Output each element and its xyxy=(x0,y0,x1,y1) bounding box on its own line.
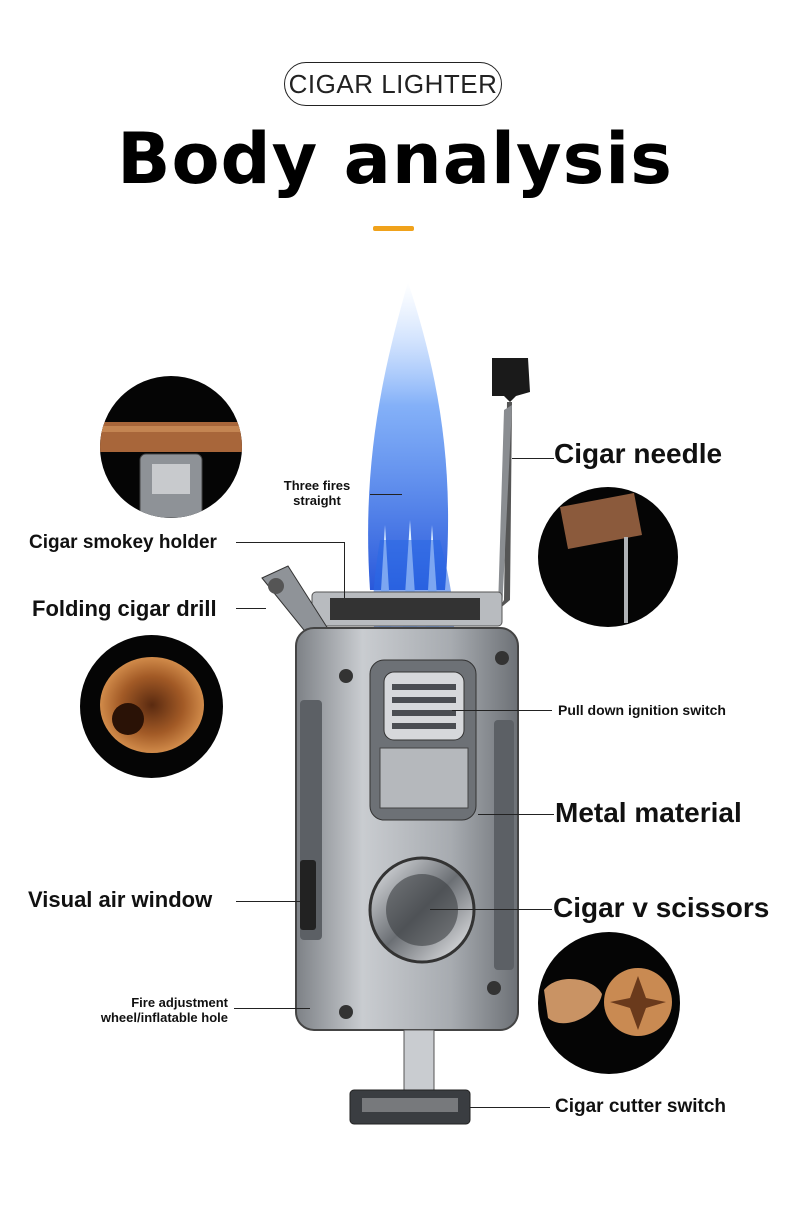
smokey-holder-label: Cigar smokey holder xyxy=(29,532,217,553)
fire-adjust-label: Fire adjustment wheel/inflatable hole xyxy=(100,995,228,1025)
cutter-switch-icon xyxy=(349,1029,471,1125)
title-accent-bar xyxy=(373,226,414,231)
page-title: Body analysis xyxy=(117,118,673,200)
scissors-detail-image xyxy=(538,932,680,1074)
cutter-switch-leader xyxy=(470,1107,550,1108)
ignition-switch-label: Pull down ignition switch xyxy=(558,702,726,718)
folding-drill-label: Folding cigar drill xyxy=(32,596,217,621)
category-badge: CIGAR LIGHTER xyxy=(284,62,502,106)
metal-material-label: Metal material xyxy=(555,797,742,828)
cutter-switch-label: Cigar cutter switch xyxy=(555,1096,727,1117)
fire-adjust-leader xyxy=(234,1008,310,1009)
ignition-switch-leader xyxy=(452,710,552,711)
air-window-leader xyxy=(236,901,306,902)
metal-material-leader xyxy=(478,814,554,815)
cigar-needle-leader xyxy=(512,458,554,459)
v-scissors-leader xyxy=(430,909,552,910)
three-fires-label: Three fires straight xyxy=(283,478,351,508)
lighter-body xyxy=(295,627,519,1031)
three-fires-leader xyxy=(370,494,402,495)
smokey-holder-leader xyxy=(236,542,344,543)
folding-drill-leader xyxy=(236,608,266,609)
drill-detail-image xyxy=(80,635,223,778)
holder-detail-image xyxy=(100,376,242,518)
v-scissors-label: Cigar v scissors xyxy=(553,892,770,923)
air-window-label: Visual air window xyxy=(28,887,213,912)
needle-detail-image xyxy=(538,487,678,627)
cigar-needle-label: Cigar needle xyxy=(554,438,723,469)
cigar-holder-icon xyxy=(261,565,503,641)
smokey-holder-leader-v xyxy=(344,542,345,598)
cigar-needle-icon xyxy=(492,358,530,612)
